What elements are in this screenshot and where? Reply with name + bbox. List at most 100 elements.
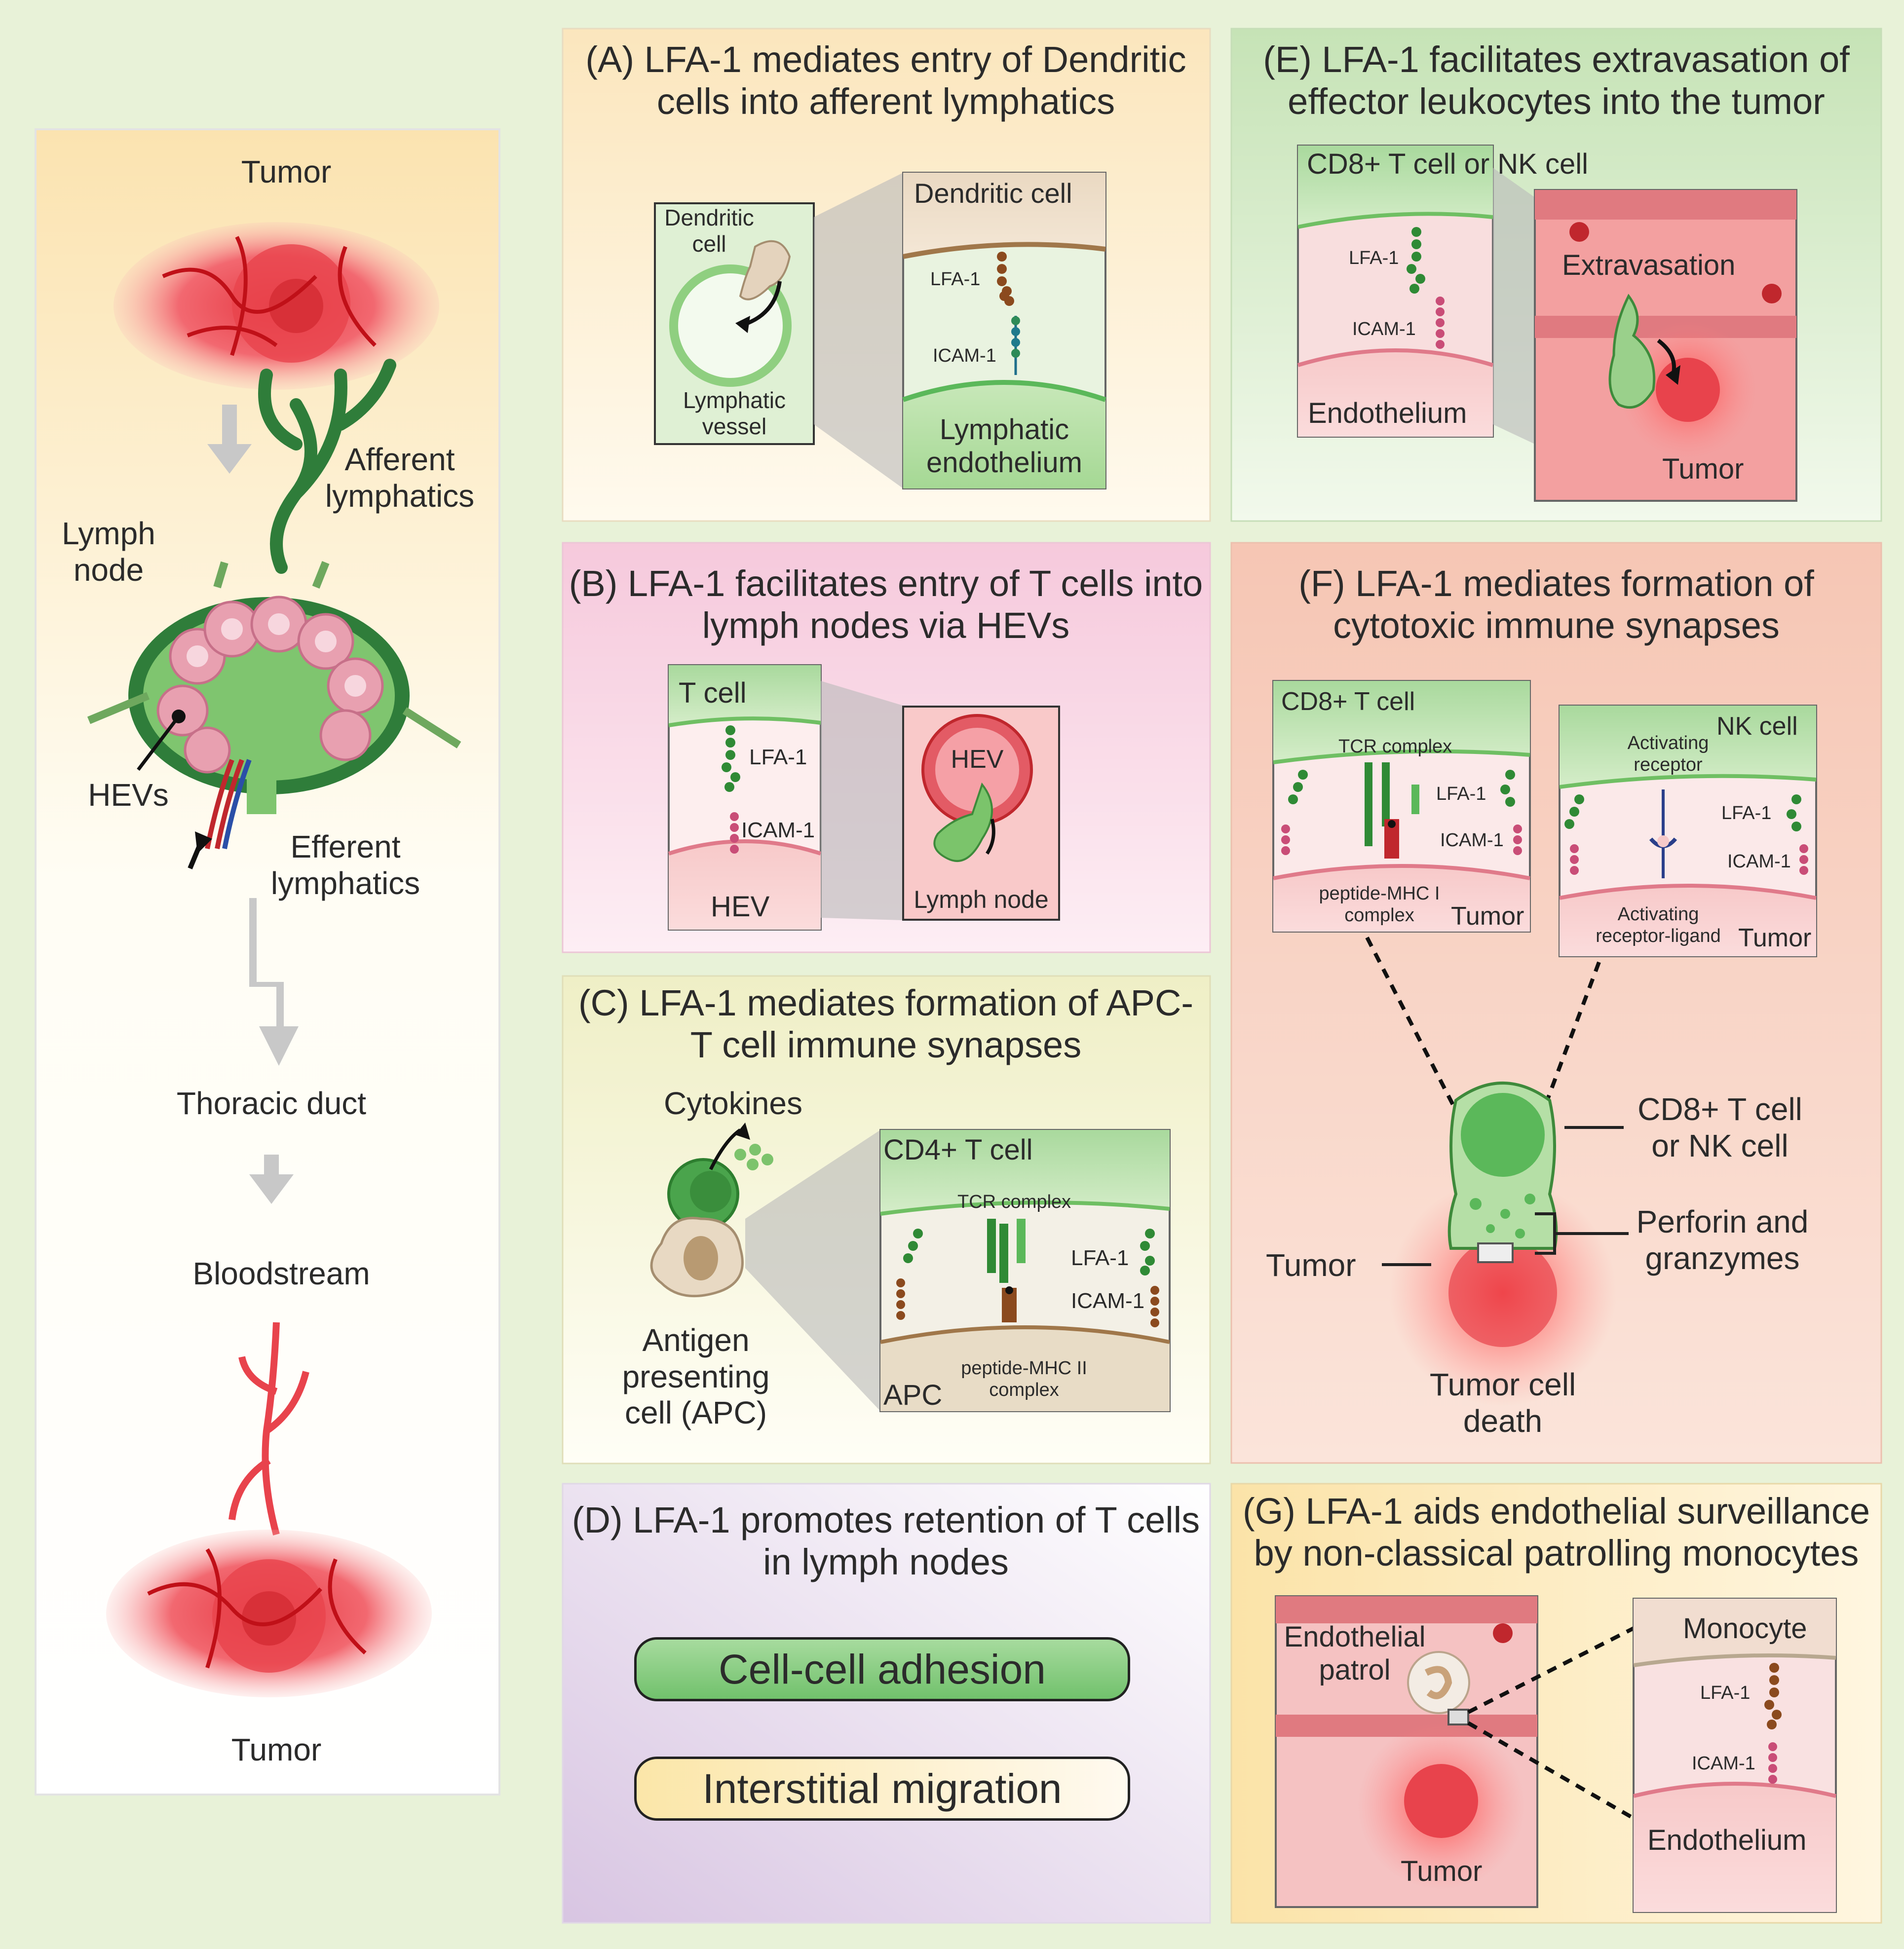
A-zoom-cell-label: Dendritic cell <box>914 178 1072 209</box>
F-lfa1-chains <box>1288 770 1515 807</box>
D-pill-migration-bg <box>634 1757 1130 1821</box>
E-leukocyte <box>1608 294 1656 409</box>
panel-D <box>562 1483 1211 1924</box>
B-icam1-label: ICAM-1 <box>741 818 815 842</box>
G-patrol-label: Endothelial patrol <box>1284 1621 1426 1686</box>
G-dashed-line-bottom <box>1467 1721 1635 1820</box>
A-title: (A) LFA-1 mediates entry of Dendritic ce… <box>585 39 1186 122</box>
A-zoom-cone <box>814 173 903 488</box>
A-endothelium-label: Lymphatic endothelium <box>926 413 1082 479</box>
C-tcr-label: TCR complex <box>957 1192 1071 1212</box>
C-title: (C) LFA-1 mediates formation of APC-T ce… <box>578 982 1194 1066</box>
F-nk-lfa1-chains <box>1564 794 1801 831</box>
F-cd8-label: CD8+ T cell <box>1281 687 1415 716</box>
A-lfa1-label: LFA-1 <box>930 269 981 290</box>
F-tumor-box1-label: Tumor <box>1451 902 1524 931</box>
down-arrow-1 <box>207 405 252 474</box>
F-mhc-label: peptide-MHC I complex <box>1319 883 1440 926</box>
G-monocyte-label: Monocyte <box>1683 1612 1807 1645</box>
B-icam1-chain <box>730 812 739 854</box>
left-tumor-bottom-label: Tumor <box>231 1732 322 1767</box>
A-lymphatic-vessel <box>669 264 792 387</box>
left-tumor-top-label: Tumor <box>241 154 332 189</box>
thoracic-duct-label: Thoracic duct <box>176 1086 367 1121</box>
A-vessel-label: Lymphatic vessel <box>683 387 786 439</box>
F-activating-receptor-label: Activating receptor <box>1627 733 1709 775</box>
F-nk-label: NK cell <box>1716 712 1798 741</box>
E-zoom-cone <box>1493 168 1535 444</box>
E-lfa1-chain <box>1407 227 1425 294</box>
D-pill-adhesion-bg <box>634 1637 1130 1701</box>
arrowhead-icon <box>195 831 212 854</box>
F-icam1-chains <box>1281 825 1522 855</box>
G-endothelium-label: Endothelium <box>1647 1824 1807 1856</box>
G-icam1-chain <box>1768 1742 1777 1784</box>
E-extravasation-label: Extravasation <box>1562 249 1736 281</box>
C-zoom-cone <box>745 1130 880 1411</box>
F-death-label: Tumor cell death <box>1429 1367 1576 1439</box>
G-monocyte <box>1407 1651 1470 1714</box>
B-lfa1-label: LFA-1 <box>749 745 807 769</box>
G-tumor-label: Tumor <box>1401 1855 1483 1887</box>
E-icam1-label: ICAM-1 <box>1352 319 1416 339</box>
E-tumor-label: Tumor <box>1662 453 1744 485</box>
B-node-label: Lymph node <box>914 886 1049 913</box>
A-lfa1-chain <box>997 252 1014 306</box>
C-cytokine-dots <box>734 1144 773 1170</box>
C-icam1-chains <box>896 1278 1159 1327</box>
B-lfa1-chain <box>722 725 740 792</box>
F-tumor-label: Tumor <box>1266 1247 1356 1283</box>
lymph-node-label: Lymph node <box>62 516 155 588</box>
F-title: (F) LFA-1 mediates formation of cytotoxi… <box>1298 563 1814 646</box>
B-tcell <box>933 782 993 862</box>
down-arrow-3 <box>249 1155 294 1204</box>
hevs-label: HEVs <box>88 777 169 813</box>
G-lfa1-label: LFA-1 <box>1700 1683 1751 1703</box>
C-cd4-label: CD4+ T cell <box>883 1134 1033 1166</box>
F-tcr-complex <box>1365 762 1419 859</box>
D-cell-adhesion-pill: Cell-cell adhesion <box>634 1637 1130 1701</box>
E-title: (E) LFA-1 facilitates extravasation of e… <box>1263 39 1850 122</box>
F-nk-lfa1-label: LFA-1 <box>1721 803 1772 824</box>
D-title: (D) LFA-1 promotes retention of T cells … <box>571 1499 1200 1583</box>
B-zoom-cone <box>821 681 903 920</box>
tumor-bottom-illustration <box>106 1530 432 1697</box>
bloodstream-label: Bloodstream <box>192 1256 370 1291</box>
afferent-label: Afferent lymphatics <box>325 442 475 514</box>
down-arrow-2 <box>249 898 299 1066</box>
C-lfa1-chains <box>903 1229 1155 1275</box>
E-icam1-chain <box>1436 297 1445 349</box>
C-mhc-label: peptide-MHC II complex <box>961 1358 1087 1400</box>
C-apc-label: Antigen presenting cell (APC) <box>622 1322 770 1431</box>
E-lfa1-label: LFA-1 <box>1349 248 1399 268</box>
C-cytokines-label: Cytokines <box>664 1086 802 1121</box>
B-hev-label: HEV <box>951 745 1004 774</box>
A-icam1-label: ICAM-1 <box>933 345 996 366</box>
F-lfa1-label: LFA-1 <box>1436 784 1486 804</box>
bloodstream-illustration <box>228 1322 309 1536</box>
F-icam1-label: ICAM-1 <box>1440 830 1504 851</box>
F-nk-icam1-chains <box>1570 844 1808 875</box>
F-tcr-label: TCR complex <box>1338 736 1452 757</box>
F-activating-ligand-label: Activating receptor-ligand <box>1596 904 1721 946</box>
D-interstitial-migration-pill: Interstitial migration <box>634 1757 1130 1821</box>
B-tcell-label: T cell <box>679 677 747 709</box>
F-effector-cell-label: CD8+ T cell or NK cell <box>1637 1091 1802 1163</box>
E-cell-label: CD8+ T cell or NK cell <box>1307 148 1589 180</box>
C-tcr-complex <box>987 1219 1026 1322</box>
G-icam1-label: ICAM-1 <box>1692 1753 1755 1774</box>
G-title: (G) LFA-1 aids endothelial surveillance … <box>1243 1491 1870 1574</box>
C-icam1-label: ICAM-1 <box>1071 1289 1145 1313</box>
afferent-lymphatics-illustration <box>258 359 396 574</box>
C-lfa1-label: LFA-1 <box>1071 1246 1129 1270</box>
B-title: (B) LFA-1 facilitates entry of T cells i… <box>569 563 1203 646</box>
E-endothelium-label: Endothelium <box>1308 397 1467 429</box>
tumor-top-illustration <box>114 222 439 390</box>
F-synapse-box <box>1477 1242 1514 1263</box>
efferent-label: Efferent lymphatics <box>270 829 420 901</box>
A-dendritic-label: Dendritic cell <box>664 205 754 257</box>
G-dashed-line-top <box>1467 1626 1635 1714</box>
G-lfa1-chain <box>1764 1663 1782 1729</box>
F-tumor-box2-label: Tumor <box>1738 924 1812 952</box>
B-hev-zoom-label: HEV <box>711 891 770 923</box>
